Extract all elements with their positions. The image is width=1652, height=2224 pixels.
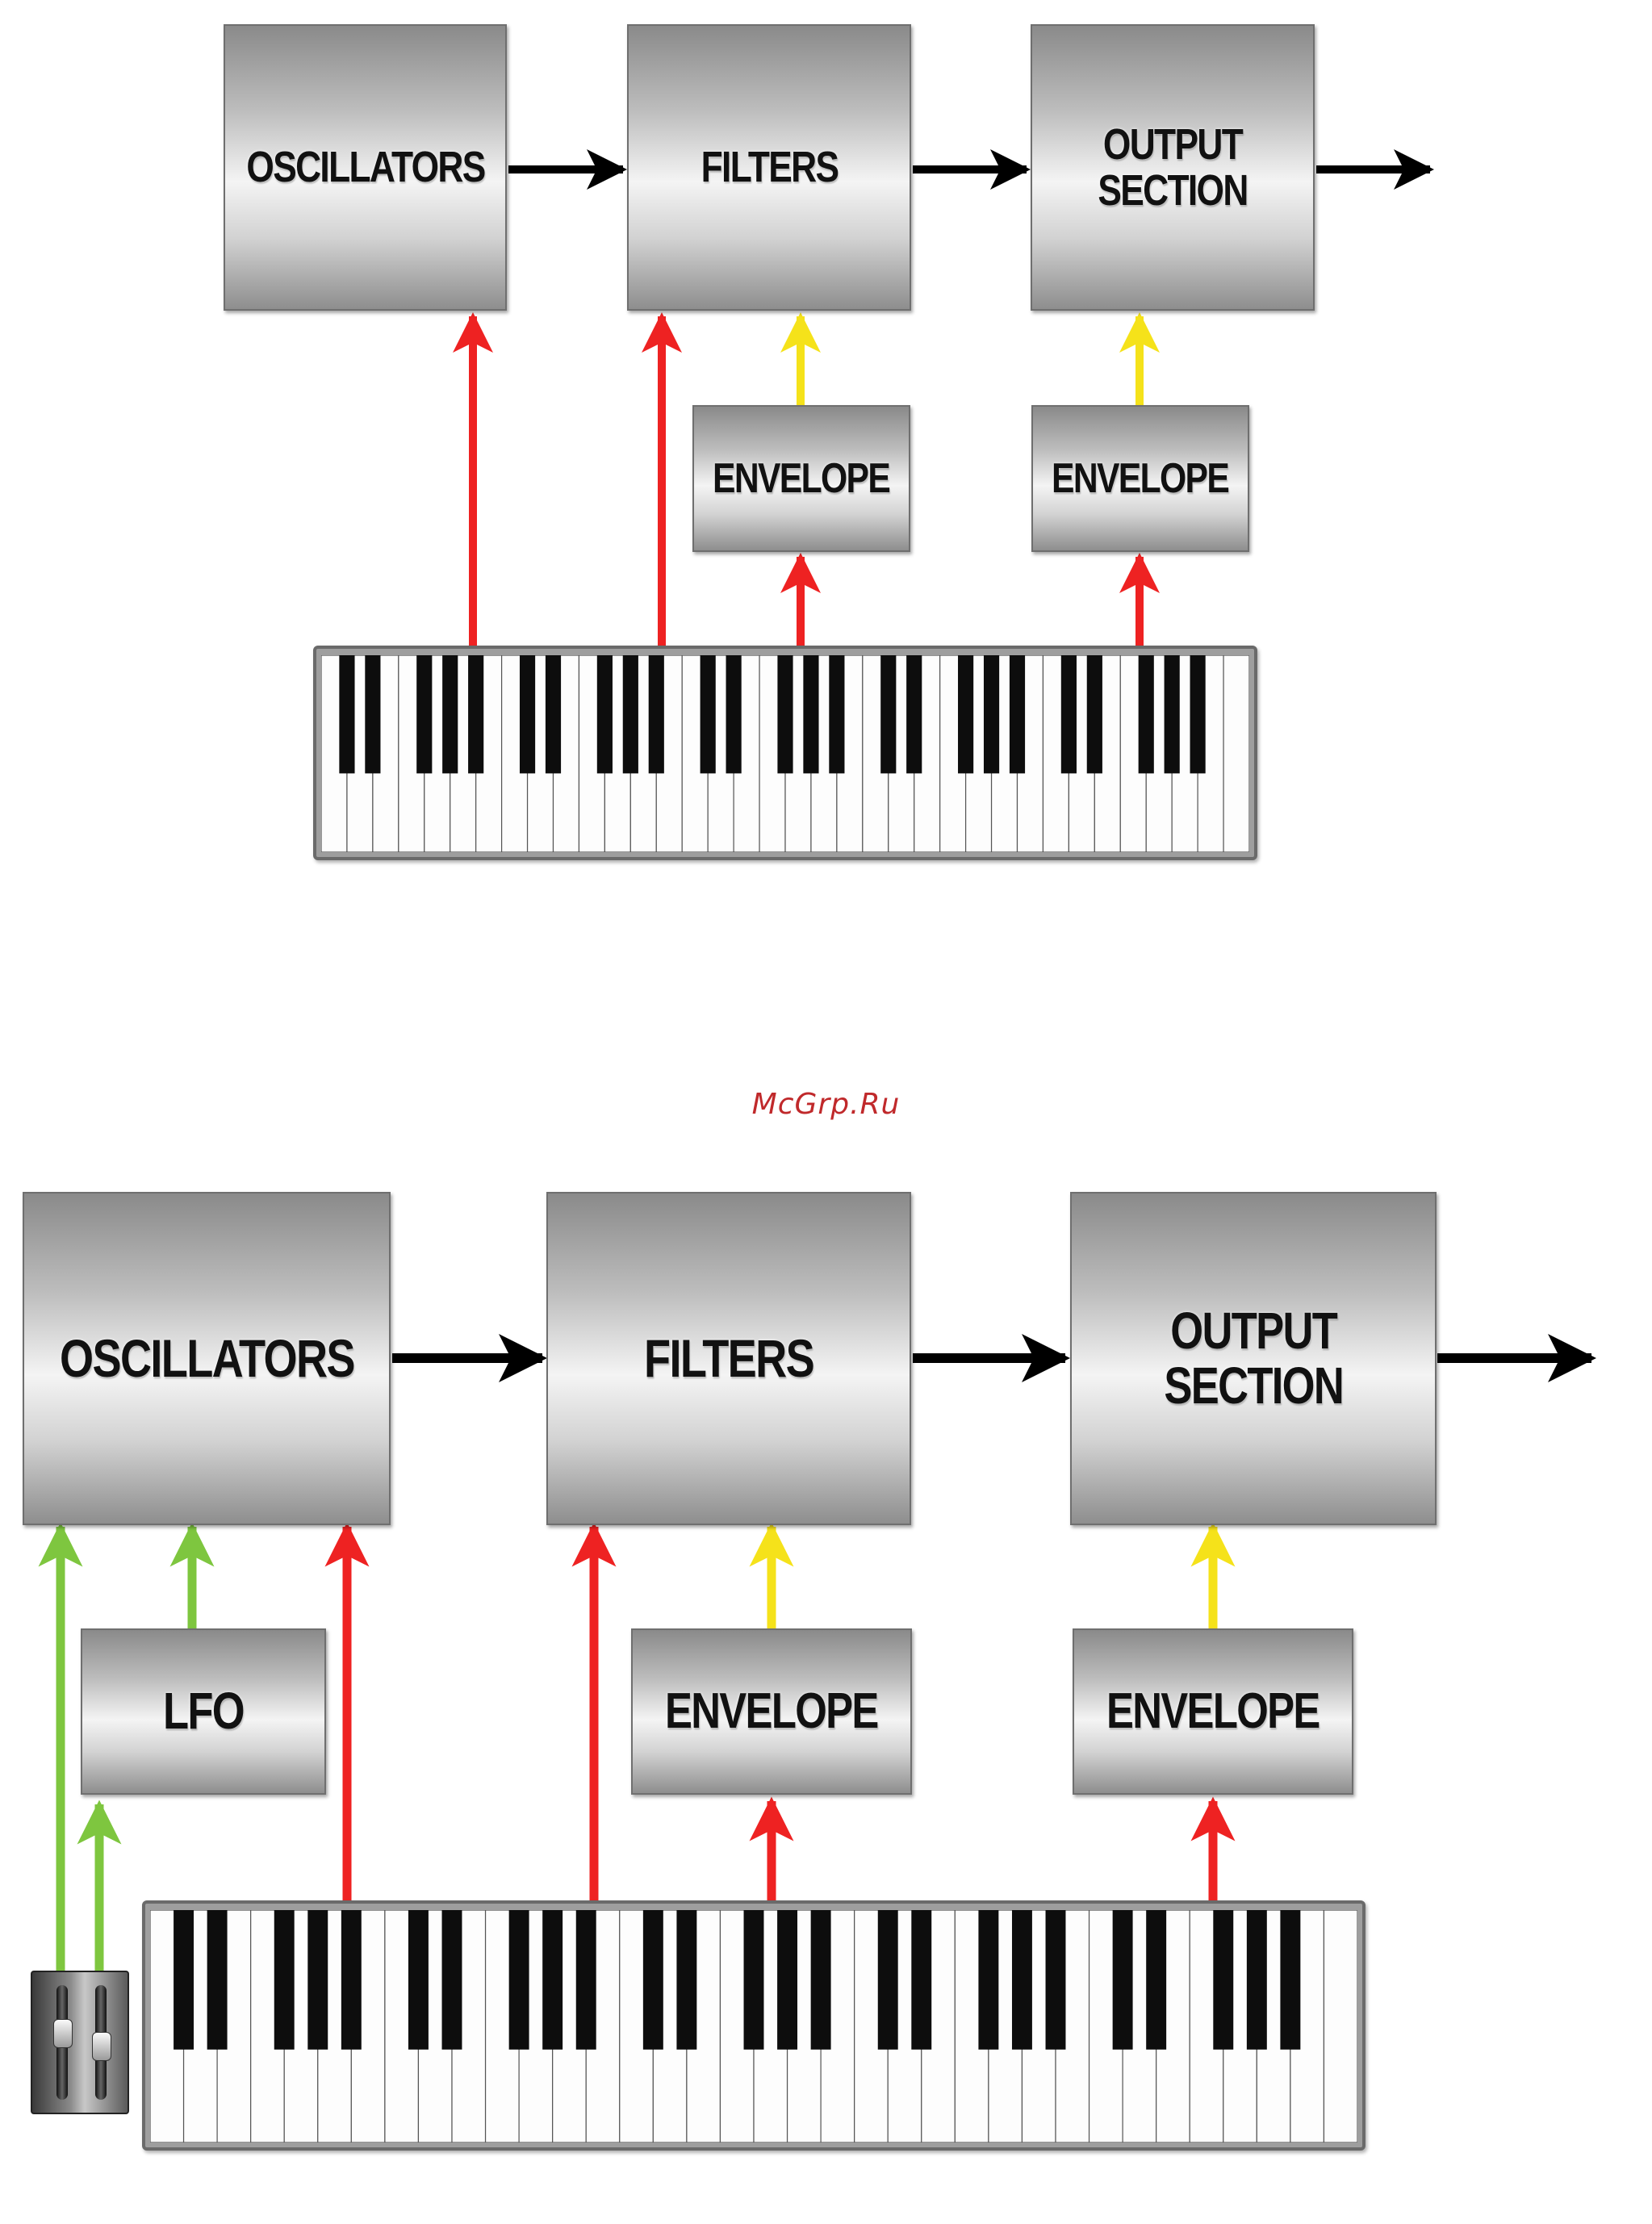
bottom-filters-label: FILTERS xyxy=(644,1331,813,1386)
black-key xyxy=(623,655,638,773)
black-key xyxy=(307,1910,328,2050)
top-envelope-label-2: ENVELOPE xyxy=(1052,457,1228,501)
black-key xyxy=(803,655,818,773)
black-key xyxy=(649,655,664,773)
bottom-envelope-label-2: ENVELOPE xyxy=(1106,1685,1320,1737)
top-oscillators-label: OSCILLATORS xyxy=(246,144,484,190)
black-key xyxy=(906,655,922,773)
bottom-keyboard-icon xyxy=(142,1900,1366,2151)
top-output-section-box: OUTPUT SECTION xyxy=(1031,24,1315,311)
bottom-lfo-label: LFO xyxy=(163,1684,244,1738)
modulation-wheel-icon xyxy=(31,1971,129,2114)
black-key xyxy=(341,1910,362,2050)
black-key xyxy=(726,655,742,773)
white-key xyxy=(1324,1910,1357,2142)
bottom-oscillators-box: OSCILLATORS xyxy=(23,1192,391,1525)
black-key xyxy=(978,1910,998,2050)
top-piano-keys xyxy=(321,655,1249,852)
bottom-output-section-box: OUTPUT SECTION xyxy=(1070,1192,1437,1525)
black-key xyxy=(777,1910,797,2050)
black-key xyxy=(542,1910,563,2050)
top-keyboard-icon xyxy=(313,646,1257,860)
black-key xyxy=(811,1910,831,2050)
black-key xyxy=(1139,655,1154,773)
black-key xyxy=(576,1910,596,2050)
black-key xyxy=(174,1910,194,2050)
black-key xyxy=(468,655,483,773)
black-key xyxy=(442,655,458,773)
black-key xyxy=(1247,1910,1267,2050)
black-key xyxy=(416,655,432,773)
bottom-envelope-label-1: ENVELOPE xyxy=(665,1685,878,1737)
black-key xyxy=(1213,1910,1233,2050)
black-key xyxy=(1010,655,1025,773)
bottom-piano-keys xyxy=(150,1910,1357,2142)
black-key xyxy=(984,655,999,773)
black-key xyxy=(701,655,716,773)
black-key xyxy=(339,655,354,773)
black-key xyxy=(1113,1910,1133,2050)
top-filters-box: FILTERS xyxy=(627,24,911,311)
black-key xyxy=(958,655,973,773)
black-key xyxy=(597,655,613,773)
black-key xyxy=(744,1910,764,2050)
black-key xyxy=(1146,1910,1166,2050)
black-key xyxy=(643,1910,663,2050)
bottom-lfo-box: LFO xyxy=(81,1628,326,1795)
black-key xyxy=(880,655,896,773)
black-key xyxy=(1190,655,1206,773)
top-filters-label: FILTERS xyxy=(701,144,838,190)
black-key xyxy=(546,655,561,773)
top-oscillators-box: OSCILLATORS xyxy=(224,24,507,311)
black-key xyxy=(274,1910,295,2050)
bottom-envelope-box-1: ENVELOPE xyxy=(631,1628,912,1795)
wheel-knob-right xyxy=(92,2032,111,2061)
black-key xyxy=(207,1910,228,2050)
black-key xyxy=(911,1910,931,2050)
bottom-envelope-box-2: ENVELOPE xyxy=(1073,1628,1353,1795)
black-key xyxy=(777,655,793,773)
black-key xyxy=(1087,655,1102,773)
top-envelope-box-2: ENVELOPE xyxy=(1031,405,1249,552)
black-key xyxy=(1165,655,1180,773)
watermark: McGrp.Ru xyxy=(0,1088,1652,1121)
black-key xyxy=(509,1910,529,2050)
black-key xyxy=(878,1910,898,2050)
top-envelope-label-1: ENVELOPE xyxy=(713,457,889,501)
top-envelope-box-1: ENVELOPE xyxy=(692,405,910,552)
black-key xyxy=(1012,1910,1032,2050)
bottom-filters-box: FILTERS xyxy=(546,1192,911,1525)
black-key xyxy=(1280,1910,1300,2050)
black-key xyxy=(676,1910,696,2050)
black-key xyxy=(408,1910,429,2050)
black-key xyxy=(829,655,844,773)
white-key xyxy=(1223,655,1249,852)
black-key xyxy=(1061,655,1077,773)
black-key xyxy=(365,655,380,773)
top-output-section-label: OUTPUT SECTION xyxy=(1098,122,1247,213)
bottom-oscillators-label: OSCILLATORS xyxy=(60,1331,354,1386)
black-key xyxy=(520,655,535,773)
black-key xyxy=(1046,1910,1066,2050)
bottom-output-section-label: OUTPUT SECTION xyxy=(1164,1304,1343,1412)
black-key xyxy=(442,1910,462,2050)
wheel-knob-left xyxy=(53,2019,73,2048)
